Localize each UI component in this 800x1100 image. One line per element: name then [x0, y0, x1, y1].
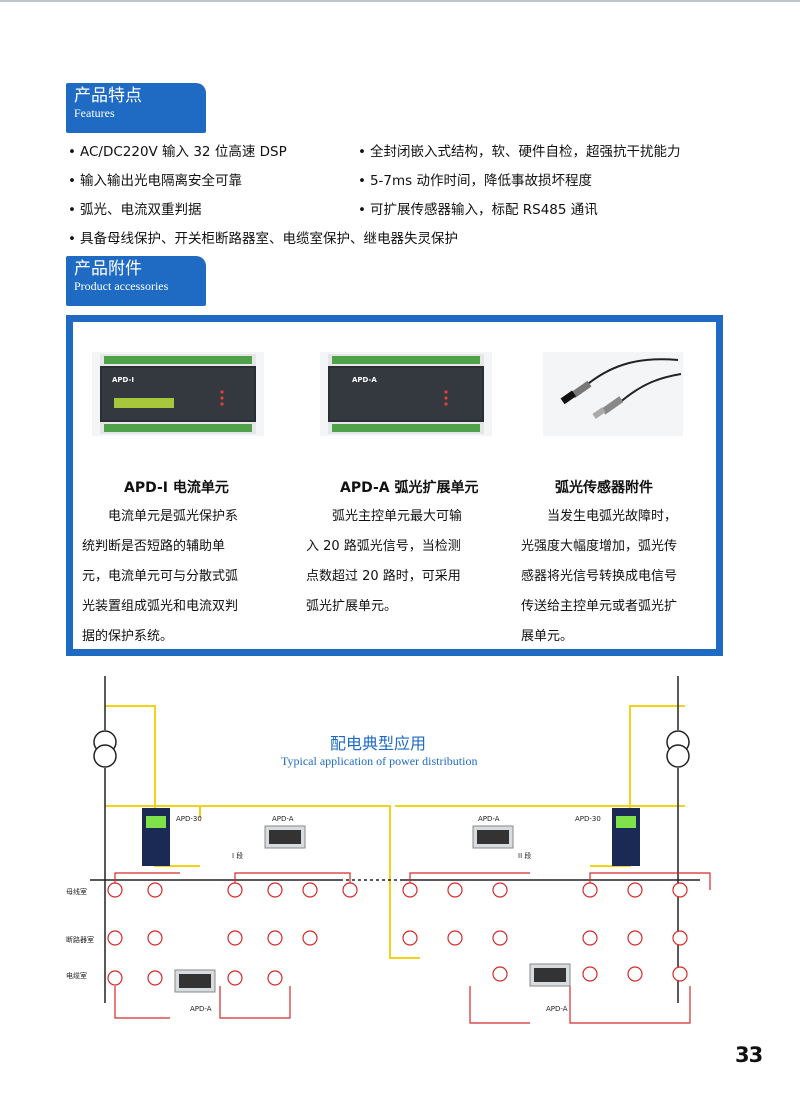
- apd-a-description: 弧光主控单元最大可输 入 20 路弧光信号，当检测 点数超过 20 路时，可采用…: [306, 509, 463, 614]
- apda-bottom-left-label: APD-A: [190, 1005, 212, 1013]
- apd30-right-label: APD-30: [575, 815, 601, 823]
- feature-item: •输入输出光电隔离安全可靠: [68, 173, 242, 189]
- apd-a-title: APD-A 弧光扩展单元: [340, 480, 479, 496]
- apd30-device-icon: [142, 808, 640, 866]
- feature-item: •具备母线保护、开关柜断路器室、电缆室保护、继电器失灵保护: [68, 231, 458, 247]
- top-rule: [0, 0, 800, 2]
- accessories-header: 产品附件 Product accessories: [66, 256, 206, 306]
- arc-sensor-icon: [543, 352, 683, 436]
- svg-text:APD-A: APD-A: [352, 376, 377, 384]
- apd-i-title: APD-I 电流单元: [124, 480, 229, 496]
- diagram-title: 配电典型应用: [330, 734, 427, 753]
- apd30-left-label: APD-30: [176, 815, 202, 823]
- feature-item: •弧光、电流双重判据: [68, 202, 202, 218]
- accessories-panel: APD-I APD-A APD-I 电流单元 APD-A 弧光扩展单元: [66, 315, 723, 656]
- accessories-header-zh: 产品附件: [74, 259, 142, 279]
- apd-i-device-icon: APD-I: [100, 354, 256, 434]
- feeders: [90, 676, 700, 1003]
- apd-i-image: APD-I: [92, 352, 264, 436]
- apda-bottom-right-label: APD-A: [546, 1005, 568, 1013]
- row-breaker-label: 断路器室: [66, 935, 94, 944]
- apda-top-right-label: APD-A: [478, 815, 500, 823]
- feature-item: •AC/DC220V 输入 32 位高速 DSP: [68, 144, 287, 160]
- features-header-zh: 产品特点: [74, 86, 142, 106]
- control-wiring: [105, 705, 685, 959]
- diagram-subtitle: Typical application of power distributio…: [281, 754, 478, 768]
- accessories-header-en: Product accessories: [74, 279, 169, 293]
- features-header: 产品特点 Features: [66, 83, 206, 133]
- section-1-label: I 段: [232, 851, 243, 860]
- features-header-en: Features: [74, 106, 115, 120]
- row-cable-label: 电缆室: [66, 971, 87, 980]
- feature-item: •全封闭嵌入式结构，软、硬件自检，超强抗干扰能力: [358, 144, 681, 160]
- apda-top-left-label: APD-A: [272, 815, 294, 823]
- sensor-description: 当发生电弧光故障时， 光强度大幅度增加，弧光传 感器将光信号转换成电信号 传送给…: [521, 509, 678, 644]
- apd-i-description: 电流单元是弧光保护系 统判断是否短路的辅助单 元，电流单元可与分散式弧 光装置组…: [82, 509, 239, 644]
- feature-item: •可扩展传感器输入，标配 RS485 通讯: [358, 202, 598, 218]
- distribution-diagram: APD-30 APD-30 APD-A APD-A APD-A APD-A I …: [66, 676, 711, 1024]
- apd-a-image: APD-A: [320, 352, 492, 436]
- section-2-label: II 段: [518, 851, 531, 860]
- apda-device-icon: [174, 825, 571, 993]
- arc-sensor-icon: [107, 882, 688, 986]
- row-busbar-label: 母线室: [66, 887, 87, 896]
- sensor-title: 弧光传感器附件: [555, 480, 653, 496]
- feature-item: •5-7ms 动作时间，降低事故损坏程度: [358, 173, 592, 189]
- transformer-icon: [93, 730, 690, 768]
- sensor-image: [543, 352, 683, 436]
- apd-a-device-icon: APD-A: [328, 354, 484, 434]
- page-number: 33: [735, 1043, 763, 1067]
- svg-text:APD-I: APD-I: [112, 376, 134, 384]
